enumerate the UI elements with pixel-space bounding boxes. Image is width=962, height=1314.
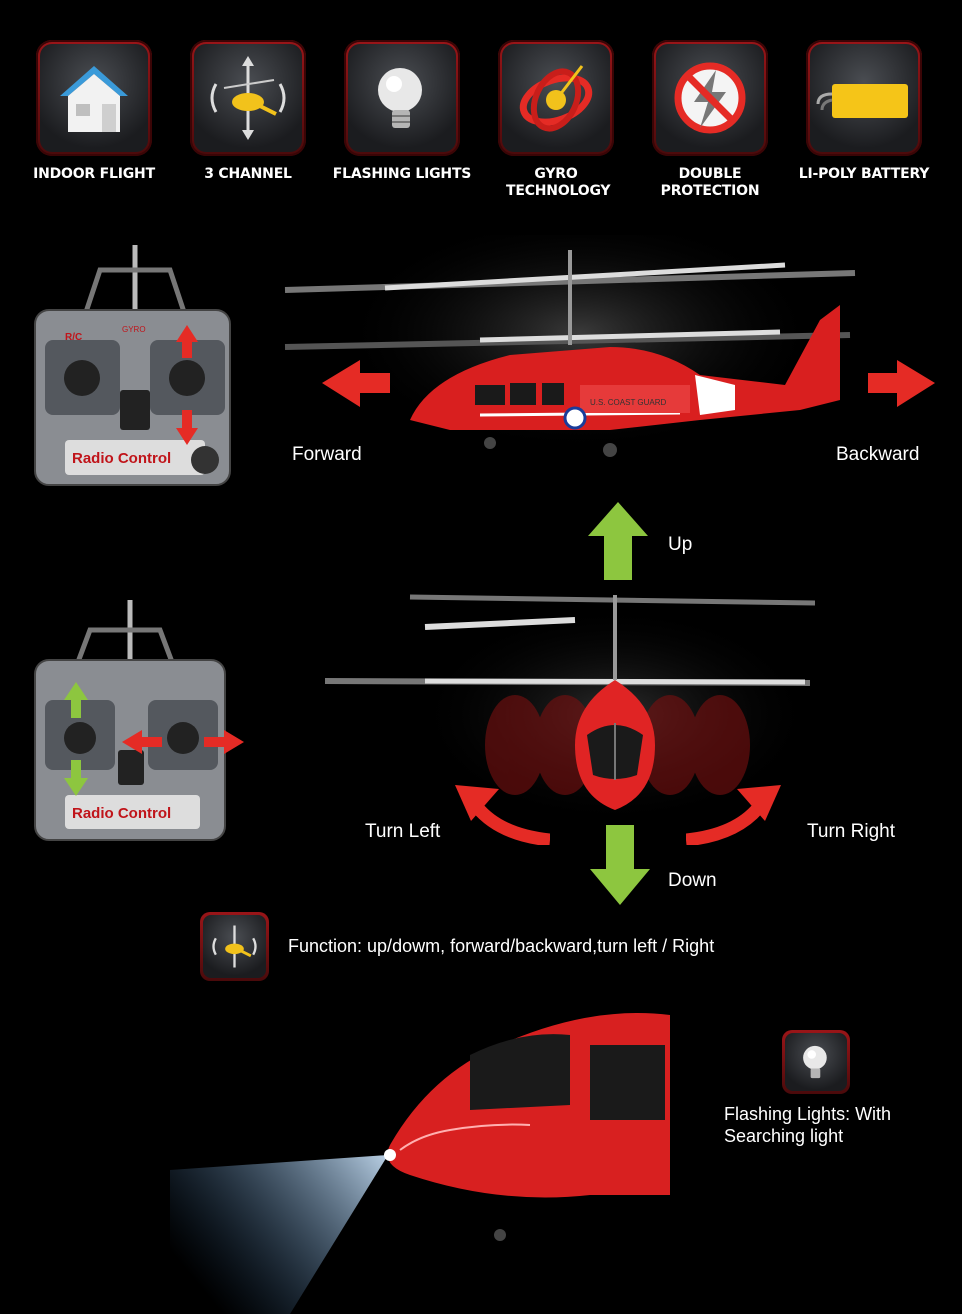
feature-label: FLASHING LIGHTS — [332, 166, 472, 182]
helicopter-arrows-icon — [212, 925, 257, 968]
feature-label: LI-POLY BATTERY — [798, 166, 930, 182]
arrow-down-green — [590, 825, 650, 905]
arrow-red-right-small — [204, 730, 244, 754]
controller-brand-label: Radio Control — [72, 450, 171, 467]
feature-3-channel: 3 CHANNEL — [173, 40, 323, 183]
arrow-forward-red — [322, 360, 390, 407]
flashing-light-icon-tile — [782, 1030, 850, 1094]
helicopter-arrows-icon — [210, 56, 286, 140]
feature-indoor-flight: INDOOR FLIGHT — [19, 40, 169, 183]
feature-label: GYRO TECHNOLOGY — [506, 166, 611, 199]
helicopter-front-view — [325, 594, 815, 825]
feature-label: 3 CHANNEL — [204, 166, 292, 182]
label-down: Down — [668, 870, 717, 891]
lights-text-line2: Searching light — [724, 1126, 844, 1146]
controller-gyro-label: GYRO — [122, 325, 146, 334]
feature-label: DOUBLE PROTECTION — [660, 166, 760, 199]
feature-label: INDOOR FLIGHT — [33, 166, 155, 182]
label-forward: Forward — [292, 444, 362, 465]
arrow-turn-left — [455, 785, 550, 845]
gyro-icon — [519, 65, 593, 132]
light-bulb-icon — [803, 1045, 827, 1079]
label-backward: Backward — [836, 444, 920, 465]
controller-turn: Radio Control — [34, 600, 244, 841]
label-turn-left: Turn Left — [365, 821, 441, 842]
label-up: Up — [668, 534, 693, 555]
helicopter-side-text: U.S. COAST GUARD — [590, 398, 667, 407]
feature-gyro: GYRO TECHNOLOGY — [481, 40, 631, 200]
helicopter-nose-searchlight — [170, 1013, 670, 1314]
light-bulb-icon — [378, 68, 422, 128]
arrow-backward-red — [868, 360, 935, 407]
battery-icon — [816, 84, 908, 118]
arrow-green-down-small — [64, 760, 88, 796]
controller-forward-backward: Radio Control GYRO R/C — [34, 245, 231, 486]
arrow-red-left-small — [122, 730, 162, 754]
arrow-green-up-small — [64, 682, 88, 718]
no-lightning-icon — [674, 62, 746, 134]
controller-rc-label: R/C — [65, 332, 82, 343]
arrow-up-red — [176, 325, 198, 358]
house-icon — [60, 66, 128, 132]
arrow-up-green — [588, 502, 648, 580]
function-text: Function: up/dowm, forward/backward,turn… — [288, 936, 715, 956]
arrow-turn-right — [686, 785, 781, 845]
feature-li-poly-battery: LI-POLY BATTERY — [789, 40, 939, 183]
feature-flashing-lights: FLASHING LIGHTS — [327, 40, 477, 183]
lights-text-line1: Flashing Lights: With — [724, 1104, 892, 1124]
helicopter-side-view: U.S. COAST GUARD — [284, 235, 935, 465]
function-icon-tile — [200, 912, 269, 981]
arrow-down-red — [176, 410, 198, 445]
controller-brand-label-2: Radio Control — [72, 805, 171, 822]
feature-double-protection: DOUBLE PROTECTION — [635, 40, 785, 200]
label-turn-right: Turn Right — [807, 821, 895, 842]
